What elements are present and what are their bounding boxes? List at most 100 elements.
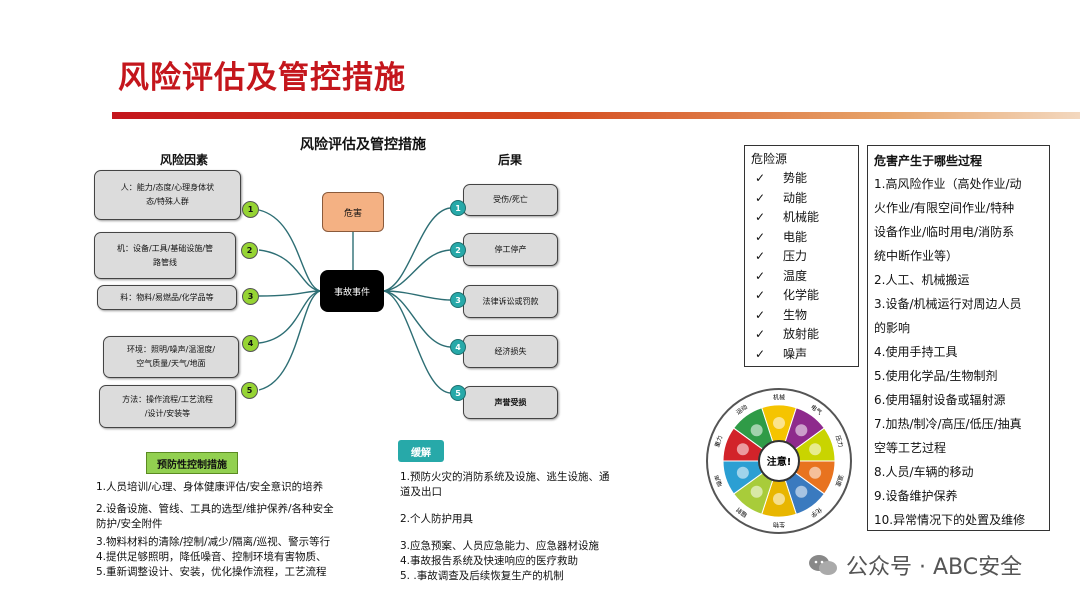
check-icon: ✓ (751, 228, 783, 248)
process-line: 4.使用手持工具 (874, 340, 1043, 364)
wheel-center-label: 注意! (767, 455, 792, 468)
mitigation-tag: 缓解 (398, 440, 444, 462)
hazard-source-label: 噪声 (783, 345, 807, 365)
process-line: 2.人工、机械搬运 (874, 268, 1043, 292)
factor-line: 人：能力/态度/心理身体状 (121, 181, 214, 195)
hazard-source-label: 电能 (783, 228, 807, 248)
wheel-pictogram-icon (737, 443, 749, 455)
diagram-title: 风险评估及管控措施 (300, 134, 426, 154)
hazard-source-item: ✓放射能 (751, 325, 852, 345)
factor-line: /设计/安装等 (122, 407, 213, 421)
consequence-number: 4 (450, 339, 466, 355)
process-line: 3.设备/机械运行对周边人员 (874, 292, 1043, 316)
process-line: 5.使用化学品/生物制剂 (874, 364, 1043, 388)
factor-number: 2 (241, 242, 258, 259)
wheel-pictogram-icon (809, 467, 821, 479)
factor-line: 空气质量/天气/地面 (127, 357, 215, 371)
hazard-source-label: 放射能 (783, 325, 819, 345)
mitigation-item: 5. .事故调查及后续恢复生产的机制 (400, 569, 610, 584)
hazard-source-item: ✓机械能 (751, 208, 852, 228)
hazard-source-item: ✓电能 (751, 228, 852, 248)
prevention-tag: 预防性控制措施 (146, 452, 238, 474)
wheel-pictogram-icon (737, 467, 749, 479)
hazard-source-item: ✓噪声 (751, 345, 852, 365)
mitigation-item: 1.预防火灾的消防系统及设施、逃生设施、通 (400, 470, 610, 485)
hazard-source-item: ✓压力 (751, 247, 852, 267)
wheel-pictogram-icon (795, 486, 807, 498)
wheel-pictogram-icon (773, 493, 785, 505)
process-line: 8.人员/车辆的移动 (874, 460, 1043, 484)
mitigation-list: 1.预防火灾的消防系统及设施、逃生设施、通 道及出口 2.个人防护用具 3.应急… (400, 470, 610, 584)
mitigation-item: 4.事故报告系统及快速响应的医疗救助 (400, 554, 610, 569)
check-icon: ✓ (751, 267, 783, 287)
connector-4 (259, 291, 320, 343)
hazard-source-item: ✓动能 (751, 189, 852, 209)
prevention-item: 2.设备设施、管线、工具的选型/维护保养/各种安全 (96, 502, 334, 517)
connector-1 (259, 210, 320, 291)
factor-line: 态/特殊人群 (121, 195, 214, 209)
mitigation-item: 道及出口 (400, 485, 610, 500)
prevention-list: 1.人员培训/心理、身体健康评估/安全意识的培养 2.设备设施、管线、工具的选型… (96, 480, 334, 580)
incident-center-box: 事故事件 (320, 270, 384, 312)
check-icon: ✓ (751, 286, 783, 306)
factor-line: 环境：照明/噪声/温湿度/ (127, 343, 215, 357)
consequences-header: 后果 (498, 151, 522, 168)
consequence-box: 经济损失 (463, 335, 558, 368)
wheel-pictogram-icon (751, 424, 763, 436)
connector-2 (259, 250, 320, 291)
factor-number: 4 (242, 335, 259, 352)
process-line: 的影响 (874, 316, 1043, 340)
factor-box-machine: 机：设备/工具/基础设施/管路管线 (94, 232, 236, 279)
process-line: 1.高风险作业（高处作业/动 (874, 172, 1043, 196)
mitigation-item: 2.个人防护用具 (400, 512, 610, 527)
hazard-processes-panel: 危害产生于哪些过程 1.高风险作业（高处作业/动 火作业/有限空间作业/特种 设… (867, 145, 1050, 531)
consequence-number: 5 (450, 385, 466, 401)
hazard-source-item: ✓生物 (751, 306, 852, 326)
factor-line: 路管线 (117, 256, 213, 270)
wheel-pictogram-icon (773, 417, 785, 429)
consequence-box: 停工停产 (463, 233, 558, 266)
hazard-sources-title: 危险源 (751, 150, 852, 168)
factors-header: 风险因素 (160, 151, 208, 168)
factor-number: 3 (242, 288, 259, 305)
hazard-source-item: ✓温度 (751, 267, 852, 287)
hazard-source-label: 压力 (783, 247, 807, 267)
hazard-source-label: 化学能 (783, 286, 819, 306)
consequence-box: 受伤/死亡 (463, 184, 558, 216)
wheel-pictogram-icon (795, 424, 807, 436)
factor-box-material: 料：物料/易燃品/化学品等 (97, 285, 237, 310)
factor-number: 5 (241, 382, 258, 399)
hazard-source-label: 机械能 (783, 208, 819, 228)
prevention-item: 防护/安全附件 (96, 517, 334, 532)
connector-r5 (384, 291, 450, 393)
consequence-number: 2 (450, 242, 466, 258)
factor-line: 方法：操作流程/工艺流程 (122, 393, 213, 407)
factor-box-people: 人：能力/态度/心理身体状态/特殊人群 (94, 170, 241, 220)
factor-number: 1 (242, 201, 259, 218)
wheel-pictogram-icon (751, 486, 763, 498)
process-line: 统中断作业等） (874, 244, 1043, 268)
check-icon: ✓ (751, 208, 783, 228)
consequence-number: 1 (450, 200, 466, 216)
hazard-source-item: ✓势能 (751, 169, 852, 189)
consequence-number: 3 (450, 292, 466, 308)
hazard-source-label: 生物 (783, 306, 807, 326)
connector-3 (259, 291, 320, 296)
consequence-box: 法律诉讼或罚款 (463, 285, 558, 318)
factor-box-method: 方法：操作流程/工艺流程/设计/安装等 (99, 385, 236, 428)
wheel-slice-label: 生物 (773, 521, 785, 529)
processes-title: 危害产生于哪些过程 (874, 150, 1043, 172)
process-line: 10.异常情况下的处置及维修 (874, 508, 1043, 532)
hazard-box: 危害 (322, 192, 384, 232)
check-icon: ✓ (751, 169, 783, 189)
wheel-slice-label: 机械 (773, 394, 785, 402)
mitigation-item: 3.应急预案、人员应急能力、应急器材设施 (400, 539, 610, 554)
prevention-item: 5.重新调整设计、安装，优化操作流程，工艺流程 (96, 565, 334, 580)
check-icon: ✓ (751, 345, 783, 365)
process-line: 9.设备维护保养 (874, 484, 1043, 508)
check-icon: ✓ (751, 247, 783, 267)
process-line: 设备作业/临时用电/消防系 (874, 220, 1043, 244)
hazard-source-item: ✓化学能 (751, 286, 852, 306)
factor-line: 机：设备/工具/基础设施/管 (117, 242, 213, 256)
